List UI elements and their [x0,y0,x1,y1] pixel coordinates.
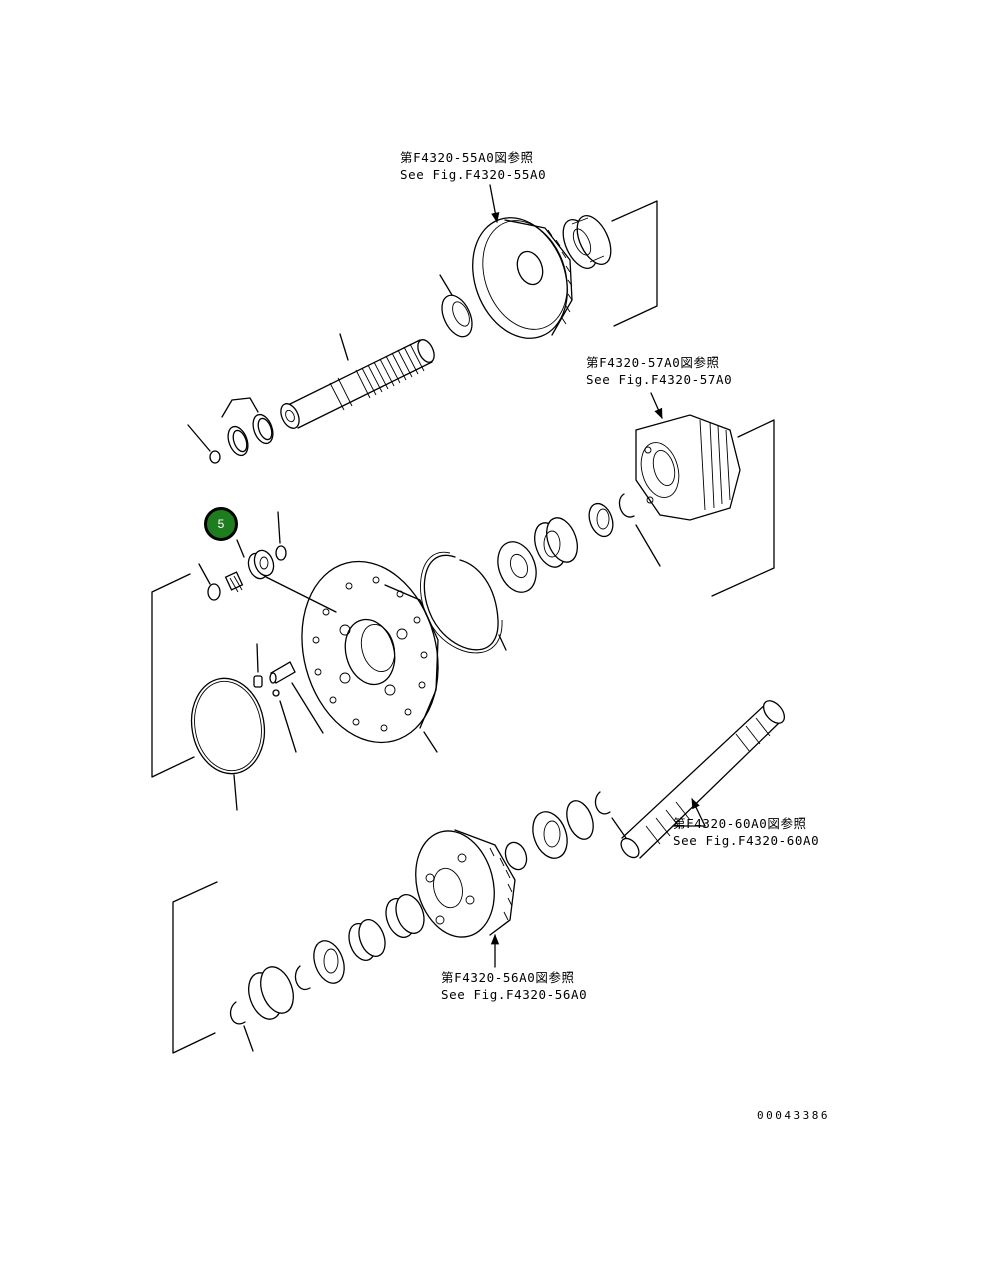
see-figure-ref-57: 第F4320-57A0図参照 See Fig.F4320-57A0 [586,354,732,388]
ref-56-jp: 第F4320-56A0図参照 [441,970,575,985]
see-figure-ref-56: 第F4320-56A0図参照 See Fig.F4320-56A0 [441,969,587,1003]
input-shaft [620,700,786,859]
ref-55-en: See Fig.F4320-55A0 [400,167,547,182]
carrier-plate [265,560,439,753]
housing-assembly [635,414,741,521]
o-ring [190,677,266,811]
washer-nut-set [198,511,287,601]
planet-carrier-gear [415,829,516,938]
middle-carrier-assembly [151,392,775,811]
ref-55-jp: 第F4320-55A0図参照 [400,150,534,165]
part-callout-5[interactable]: 5 [204,507,238,541]
pin-set [253,643,324,753]
drawing-number: 00043386 [757,1109,830,1122]
large-gear [472,217,573,339]
output-shaft [280,333,435,429]
bottom-gear-assembly [172,791,627,1054]
bearing-set-middle [497,493,661,593]
ref-57-jp: 第F4320-57A0図参照 [586,355,720,370]
tapered-bearing-top [562,215,612,269]
ref-60-en: See Fig.F4320-60A0 [673,833,820,848]
snap-ring-pair [221,397,274,457]
see-figure-ref-60: 第F4320-60A0図参照 See Fig.F4320-60A0 [673,815,819,849]
large-snap-ring [420,551,507,654]
ref-57-en: See Fig.F4320-57A0 [586,372,733,387]
see-figure-ref-55: 第F4320-55A0図参照 See Fig.F4320-55A0 [400,149,546,183]
ref-56-en: See Fig.F4320-56A0 [441,987,588,1002]
ref-60-jp: 第F4320-60A0図参照 [673,816,807,831]
small-bearing [439,274,473,338]
small-nut [187,424,221,464]
top-shaft-assembly [187,184,658,464]
